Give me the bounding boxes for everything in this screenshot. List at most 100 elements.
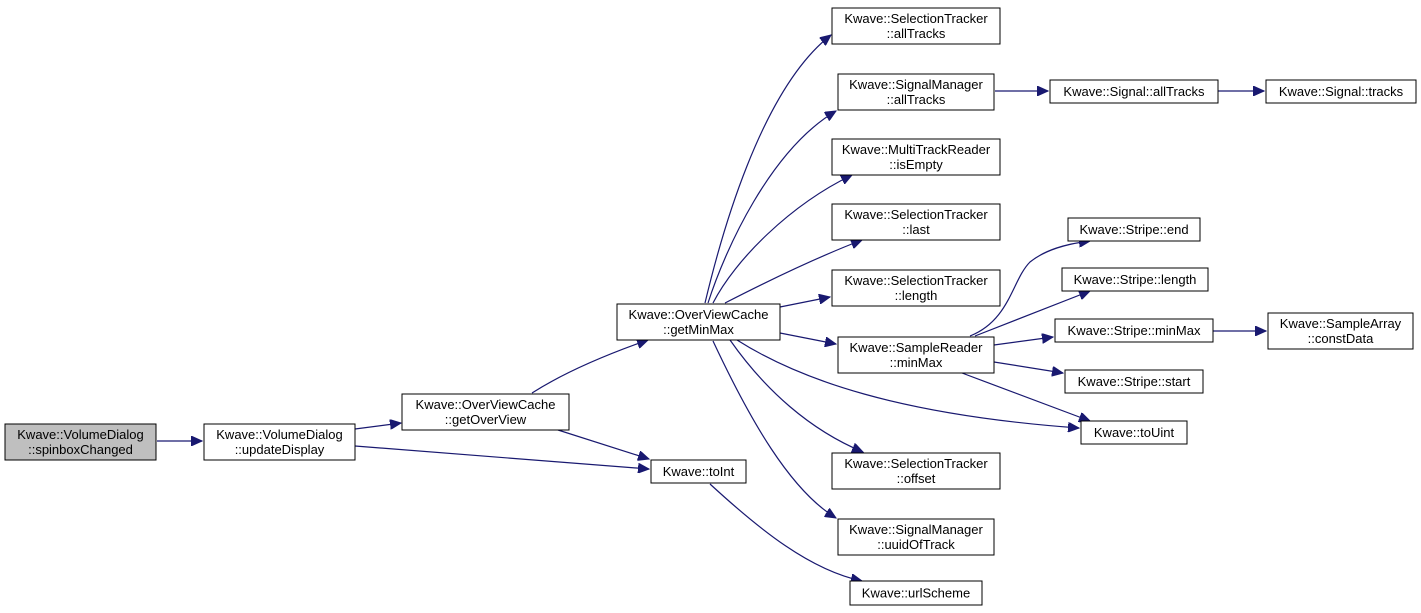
node-box [837,518,995,556]
edge-getOverView-to-getMinMax [531,340,648,394]
node-selLength[interactable]: Kwave::SelectionTracker::length [831,269,1001,307]
node-box [1265,79,1417,104]
node-box [4,423,157,461]
edge-getOverView-to-toInt [557,429,649,459]
node-box [1080,420,1188,445]
node-constData[interactable]: Kwave::SampleArray::constData [1267,312,1414,350]
node-label-line: Kwave::VolumeDialog [216,427,342,442]
node-label-line: ::spinboxChanged [28,442,133,457]
node-sigMgrAllTracks[interactable]: Kwave::SignalManager::allTracks [837,73,995,111]
node-getMinMax[interactable]: Kwave::OverViewCache::getMinMax [616,303,781,341]
node-label-line: Kwave::VolumeDialog [17,427,143,442]
node-box [837,336,995,374]
edge-toInt-to-urlScheme [709,483,862,581]
node-box [203,423,356,461]
node-uuidOfTrack[interactable]: Kwave::SignalManager::uuidOfTrack [837,518,995,556]
node-box [650,459,747,484]
call-edges [157,35,1266,581]
node-updateDisplay[interactable]: Kwave::VolumeDialog::updateDisplay [203,423,356,461]
node-label-line: ::getOverView [445,412,527,427]
node-box [1064,369,1204,394]
node-isEmpty[interactable]: Kwave::MultiTrackReader::isEmpty [831,138,1001,176]
node-spinboxChanged[interactable]: Kwave::VolumeDialog::spinboxChanged [4,423,157,461]
node-label-line: Kwave::Stripe::length [1074,272,1197,287]
node-label-line: Kwave::toInt [663,464,735,479]
node-box [616,303,781,341]
node-getOverView[interactable]: Kwave::OverViewCache::getOverView [401,393,570,431]
edge-sampleMinMax-to-stripeStart [993,361,1063,373]
node-label-line: ::isEmpty [889,157,943,172]
edge-sampleMinMax-to-toUint [961,372,1090,421]
node-label-line: ::allTracks [887,92,946,107]
node-box [831,269,1001,307]
node-urlScheme[interactable]: Kwave::urlScheme [849,580,983,606]
node-label-line: ::offset [897,471,936,486]
node-label-line: Kwave::Signal::allTracks [1063,84,1205,99]
node-box [1054,318,1214,343]
edge-getMinMax-to-sampleMinMax [779,332,836,344]
node-label-line: ::uuidOfTrack [877,537,955,552]
node-label-line: Kwave::MultiTrackReader [842,142,991,157]
node-label-line: Kwave::SelectionTracker [844,11,988,26]
node-box [831,138,1001,176]
node-signalAllTracks[interactable]: Kwave::Signal::allTracks [1049,79,1219,104]
node-selAllTracks[interactable]: Kwave::SelectionTracker::allTracks [831,7,1001,45]
edge-sampleMinMax-to-stripeLength [974,291,1090,337]
edge-updateDisplay-to-getOverView [354,423,401,430]
node-label-line: Kwave::SignalManager [849,77,983,92]
edge-sampleMinMax-to-stripeMinMax [993,337,1053,346]
call-nodes: Kwave::VolumeDialog::spinboxChangedKwave… [4,7,1417,606]
node-label-line: Kwave::toUint [1094,425,1175,440]
node-box [831,7,1001,45]
node-label-line: Kwave::OverViewCache [629,307,769,322]
node-box [831,452,1001,490]
node-label-line: Kwave::SampleReader [850,340,984,355]
node-stripeLength[interactable]: Kwave::Stripe::length [1061,267,1209,292]
node-selOffset[interactable]: Kwave::SelectionTracker::offset [831,452,1001,490]
node-stripeEnd[interactable]: Kwave::Stripe::end [1067,217,1201,242]
node-box [1267,312,1414,350]
node-toUint[interactable]: Kwave::toUint [1080,420,1188,445]
node-signalTracks[interactable]: Kwave::Signal::tracks [1265,79,1417,104]
node-label-line: ::getMinMax [663,322,734,337]
node-label-line: Kwave::SampleArray [1280,316,1402,331]
edge-updateDisplay-to-toInt [354,445,649,469]
node-box [849,580,983,606]
node-selLast[interactable]: Kwave::SelectionTracker::last [831,203,1001,241]
node-box [831,203,1001,241]
node-label-line: Kwave::Stripe::start [1078,374,1191,389]
node-sampleMinMax[interactable]: Kwave::SampleReader::minMax [837,336,995,374]
edge-getMinMax-to-uuidOfTrack [712,340,836,518]
node-label-line: Kwave::Stripe::minMax [1068,323,1201,338]
node-label-line: Kwave::SelectionTracker [844,273,988,288]
node-box [1061,267,1209,292]
node-label-line: ::constData [1308,331,1375,346]
node-box [1067,217,1201,242]
node-box [401,393,570,431]
node-box [1049,79,1219,104]
node-stripeStart[interactable]: Kwave::Stripe::start [1064,369,1204,394]
node-label-line: Kwave::SignalManager [849,522,983,537]
node-label-line: ::length [895,288,938,303]
edge-getMinMax-to-toUint [736,339,1079,428]
edge-sampleMinMax-to-stripeEnd [969,241,1090,337]
node-label-line: Kwave::Stripe::end [1079,222,1188,237]
node-label-line: ::last [902,222,930,237]
node-box [837,73,995,111]
edge-getMinMax-to-selLength [779,297,830,308]
node-label-line: ::minMax [890,355,943,370]
node-label-line: Kwave::urlScheme [862,586,970,601]
edge-getMinMax-to-selLast [724,240,862,304]
node-toInt[interactable]: Kwave::toInt [650,459,747,484]
node-label-line: ::allTracks [887,26,946,41]
edge-getMinMax-to-sigMgrAllTracks [707,111,836,304]
node-label-line: Kwave::Signal::tracks [1279,84,1404,99]
edge-getMinMax-to-selOffset [729,339,863,452]
node-label-line: Kwave::OverViewCache [416,397,556,412]
node-label-line: Kwave::SelectionTracker [844,207,988,222]
edge-getMinMax-to-selAllTracks [704,35,831,304]
node-label-line: Kwave::SelectionTracker [844,456,988,471]
node-label-line: ::updateDisplay [235,442,325,457]
node-stripeMinMax[interactable]: Kwave::Stripe::minMax [1054,318,1214,343]
